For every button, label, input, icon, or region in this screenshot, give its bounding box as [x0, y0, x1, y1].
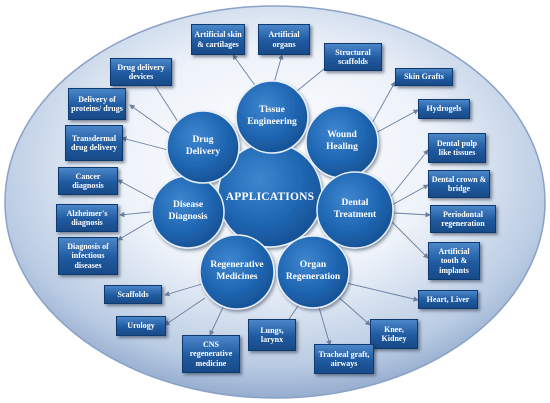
periodontal-box: Periodontal regeneration: [430, 205, 496, 233]
regenerative-medicines-label: Regenerative Medicines: [210, 260, 264, 282]
dental-crown-box: Dental crown & bridge: [428, 170, 490, 198]
skin-grafts-box: Skin Grafts: [395, 68, 453, 86]
tracheal-box: Tracheal graft, airways: [314, 344, 374, 374]
cancer-diagnosis-box: Cancer diagnosis: [58, 167, 118, 195]
dental-treatment-circle: [316, 171, 394, 249]
hydrogels-box: Hydrogels: [418, 99, 470, 119]
dental-treatment-label: Dental Treatment: [333, 198, 377, 220]
organ-regeneration-label: Organ Regeneration: [285, 260, 341, 282]
tissue-engineering-circle: [235, 80, 309, 154]
connector-arrows: [117, 54, 431, 346]
dental-pulp-box: Dental pulp like tissues: [428, 133, 486, 163]
hub-circles: [151, 80, 394, 310]
lungs-larynx-box: Lungs, larynx: [248, 319, 296, 351]
drug-devices-box: Drug delivery devices: [110, 58, 172, 86]
drug-delivery-circle: [166, 110, 240, 184]
knee-kidney-box: Knee, Kidney: [370, 319, 418, 349]
alzheimers-box: Alzheimer's diagnosis: [56, 204, 118, 232]
artificial-skin-box: Artificial skin & cartilages: [191, 24, 245, 55]
infectious-diagnosis-box: Diagnosis of infectious diseases: [58, 237, 118, 275]
artificial-tooth-box: Artificial tooth & implants: [428, 242, 480, 280]
applications-title: APPLICATIONS: [225, 190, 315, 203]
urology-box: Urology: [116, 316, 166, 336]
structural-scaffolds-box: Structural scaffolds: [324, 43, 382, 71]
artificial-organs-box: Artificial organs: [258, 24, 310, 55]
heart-liver-box: Heart, Liver: [418, 290, 478, 309]
regenerative-medicines-circle: [199, 234, 275, 310]
proteins-box: Delivery of proteins/ drugs: [68, 88, 126, 120]
cns-box: CNS regenerative medicine: [182, 335, 240, 373]
transdermal-box: Transdermal drug delivery: [65, 125, 123, 161]
wound-healing-label: Wound Healing: [326, 130, 358, 152]
scaffolds-box: Scaffolds: [104, 285, 162, 304]
drug-delivery-label: Drug Delivery: [185, 135, 221, 157]
organ-regeneration-circle: [276, 235, 350, 309]
tissue-engineering-label: Tissue Engineering: [247, 105, 297, 127]
disease-diagnosis-label: Disease Diagnosis: [168, 200, 208, 222]
